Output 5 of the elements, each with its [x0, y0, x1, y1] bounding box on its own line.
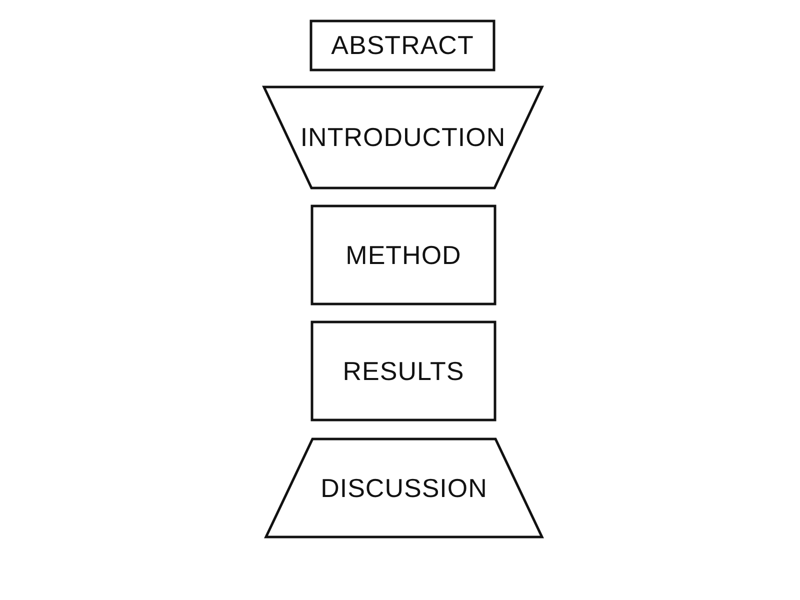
section-label: DISCUSSION: [320, 472, 488, 504]
section-label: RESULTS: [342, 356, 464, 386]
section-label: METHOD: [346, 240, 462, 270]
section-label: ABSTRACT: [331, 30, 474, 61]
section-label: INTRODUCTION: [300, 122, 506, 153]
